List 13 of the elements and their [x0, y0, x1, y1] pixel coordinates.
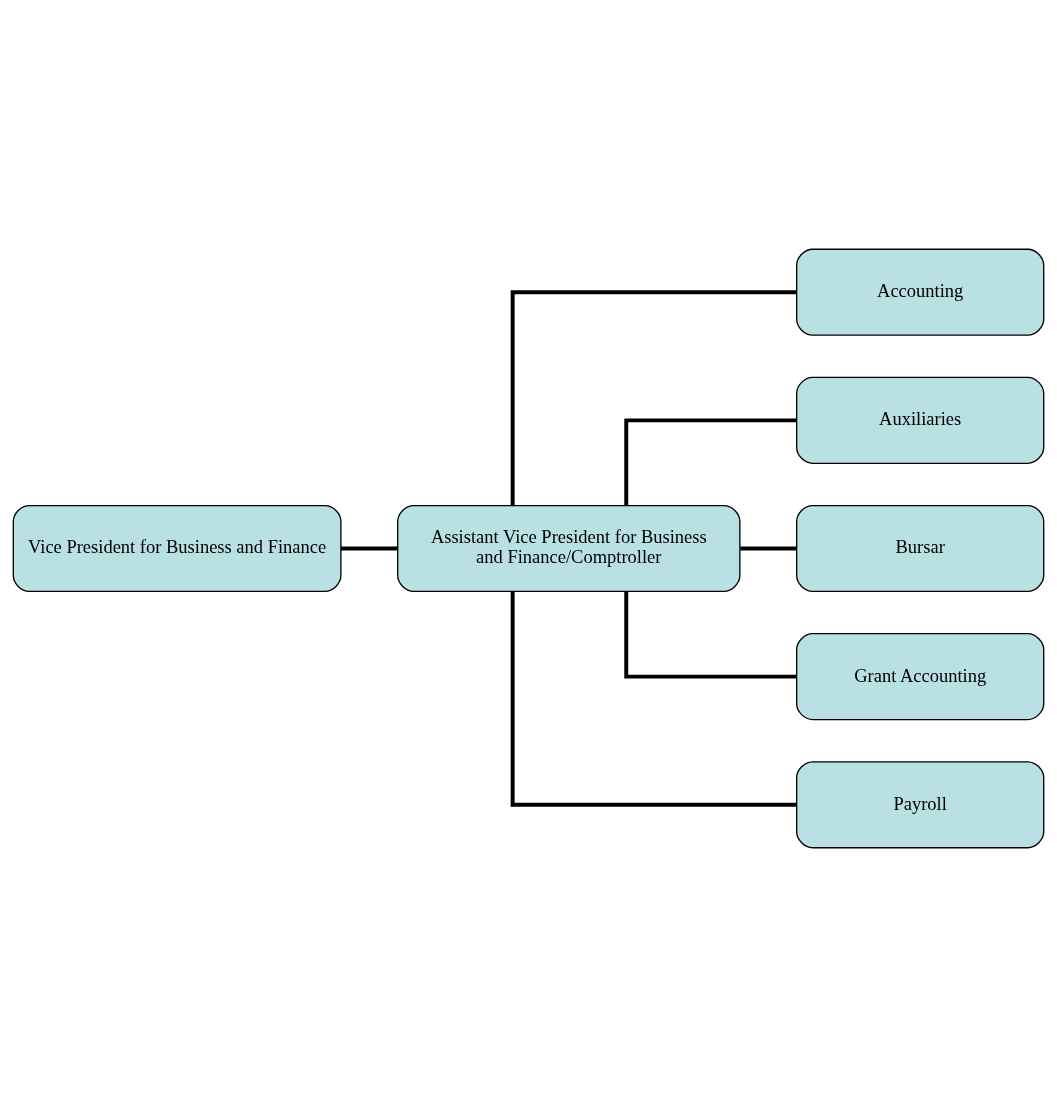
node-box: Auxiliaries: [796, 376, 1045, 464]
node-box: Assistant Vice President for Business and Finance/Comptroller: [397, 504, 741, 593]
node-box: Accounting: [796, 248, 1045, 336]
connector: [340, 546, 398, 551]
connector: [510, 290, 797, 505]
connector: [624, 591, 797, 679]
node-box: Payroll: [796, 761, 1045, 849]
node-box: Vice President for Business and Finance: [12, 504, 342, 593]
node-box: Bursar: [796, 504, 1045, 593]
connector: [624, 418, 797, 506]
connector: [510, 592, 797, 807]
connector: [740, 546, 797, 551]
node-box: Grant Accounting: [796, 633, 1045, 721]
